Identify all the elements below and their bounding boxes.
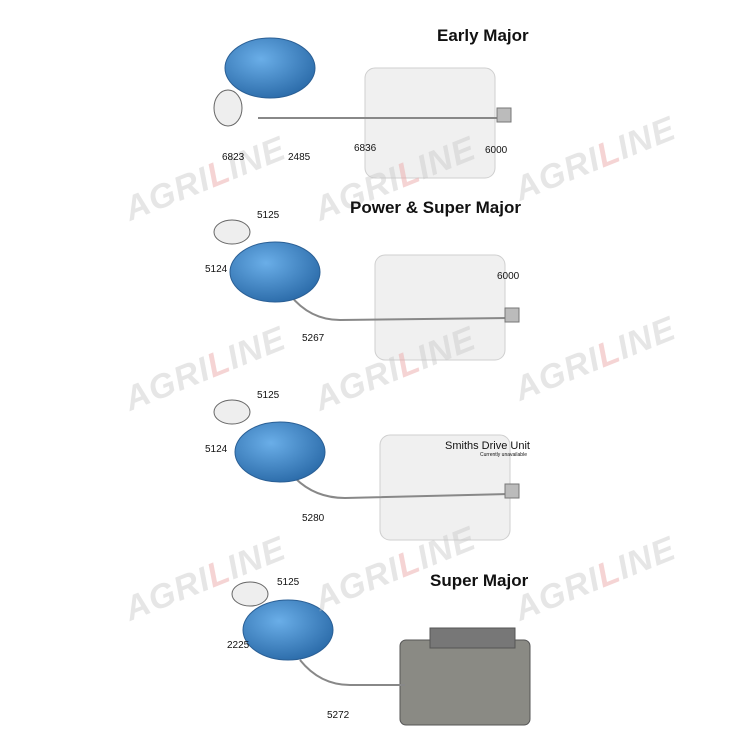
part-label: 5125 (277, 577, 300, 588)
section-title: Power & Super Major (350, 198, 521, 217)
injection-pump (399, 627, 531, 726)
section-title: Super Major (430, 571, 529, 590)
drive-unit (496, 107, 520, 499)
section-title: Early Major (437, 26, 529, 45)
part-label: 6836 (354, 143, 377, 154)
drive-cable (258, 117, 511, 686)
part-label: 2485 (288, 152, 311, 163)
gauge (213, 89, 269, 607)
part-label: 5124 (205, 264, 228, 275)
part-label: 6000 (485, 145, 508, 156)
part-label: 2225 (227, 640, 250, 651)
part-label: 5125 (257, 390, 280, 401)
part-label: 5124 (205, 444, 228, 455)
part-label: 5272 (327, 710, 350, 721)
engine-sketch (364, 67, 511, 541)
availability-note: Currently unavailable (480, 452, 527, 458)
part-label: 6823 (222, 152, 245, 163)
part-label: 6000 (497, 271, 520, 282)
fuel-tank (224, 37, 334, 661)
part-label: 5280 (302, 513, 325, 524)
part-label: 5267 (302, 333, 325, 344)
part-label: 5125 (257, 210, 280, 221)
drive-unit-label: Smiths Drive Unit (445, 440, 530, 452)
